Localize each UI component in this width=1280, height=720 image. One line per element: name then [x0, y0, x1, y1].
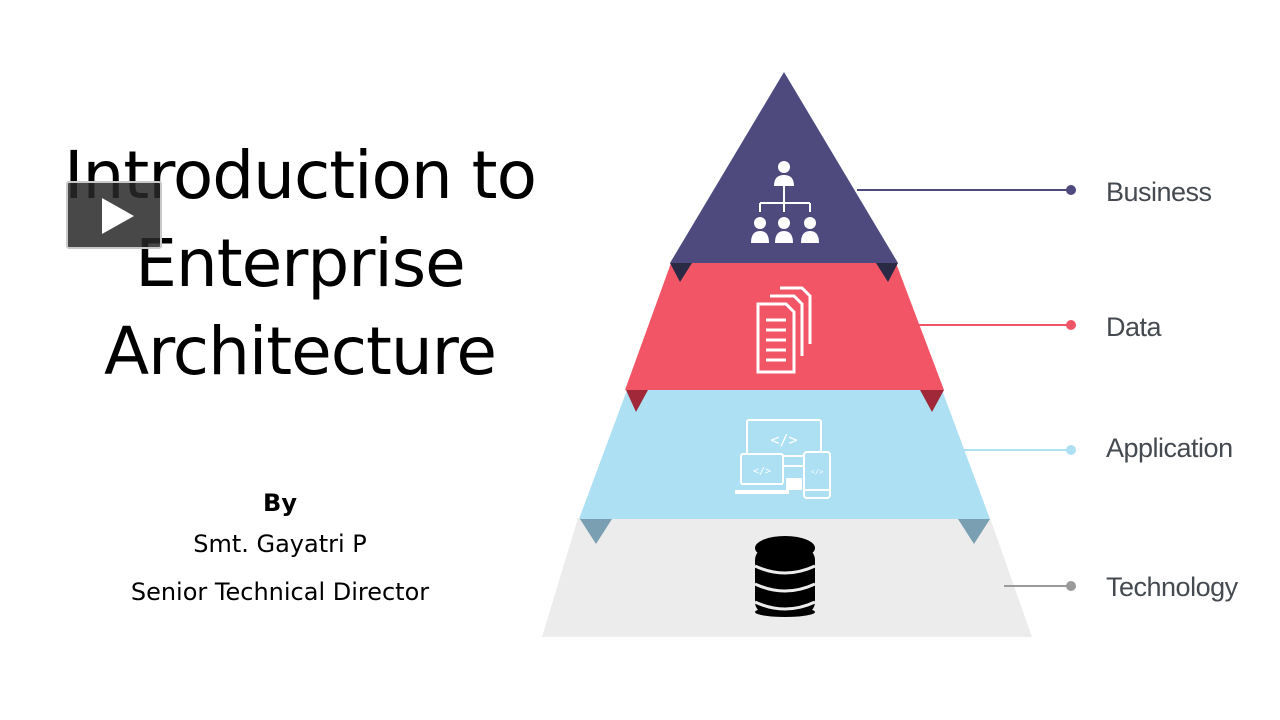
layer-application: [579, 390, 990, 544]
layer-data-shadow-left: [626, 390, 648, 412]
layer-label-technology: Technology: [1106, 572, 1238, 602]
play-button[interactable]: [66, 181, 162, 249]
title-line-2: Enterprise: [135, 225, 466, 302]
layer-label-application: Application: [1106, 433, 1233, 463]
byline-role: Senior Technical Director: [130, 578, 430, 606]
byline: By Smt. Gayatri P Senior Technical Direc…: [80, 486, 480, 616]
layer-data-shadow-right: [920, 390, 944, 412]
byline-by: By: [263, 489, 297, 517]
database-icon: [754, 536, 816, 617]
title-line-3: Architecture: [103, 313, 497, 390]
code-glyph-laptop: </>: [753, 466, 771, 477]
connector-data: [906, 320, 1076, 330]
code-glyph-monitor: </>: [770, 431, 797, 449]
layer-label-business: Business: [1106, 177, 1212, 207]
layer-application-shadow-left: [580, 519, 612, 544]
connector-application: [953, 445, 1076, 455]
play-icon: [102, 198, 134, 234]
layer-business-shadow-right: [876, 263, 898, 282]
byline-author: Smt. Gayatri P: [193, 530, 367, 558]
code-glyph-phone: </>: [811, 468, 824, 476]
layer-label-data: Data: [1106, 312, 1162, 342]
layer-application-shape: [579, 390, 990, 519]
slide-title: Introduction to Enterprise Architecture: [40, 132, 560, 396]
org-chart-icon: [751, 161, 819, 243]
devices-code-icon: </> </> </>: [735, 419, 831, 499]
connector-business: [857, 185, 1076, 195]
connector-technology: [1004, 581, 1076, 591]
documents-icon: [756, 286, 812, 374]
layer-business-shadow-left: [670, 263, 692, 282]
layer-application-shadow-right: [958, 519, 990, 544]
